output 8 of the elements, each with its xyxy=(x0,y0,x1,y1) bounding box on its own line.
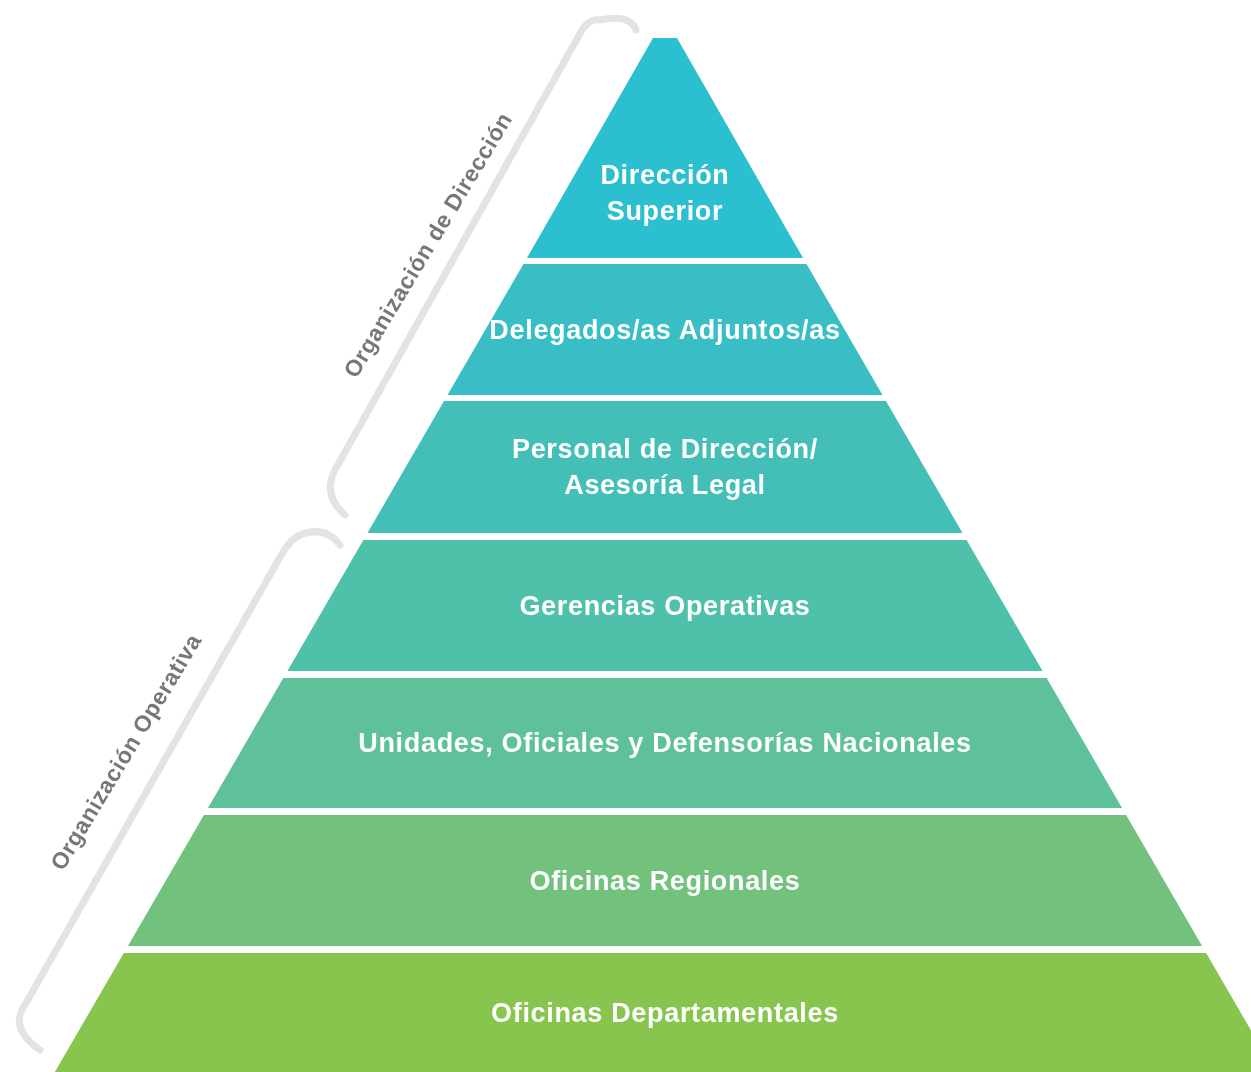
tier-label: Oficinas Departamentales xyxy=(491,996,839,1030)
pyramid-tier xyxy=(54,953,1251,1072)
tier-label: Unidades, Oficiales y Defensorías Nacionales xyxy=(358,727,972,760)
tier-label: Personal de Dirección/ Asesoría Legal xyxy=(511,433,819,502)
tier-label: Oficinas Regionales xyxy=(529,864,801,898)
tier-label: Dirección Superior xyxy=(599,159,731,228)
tier-label: Delegados/as Adjuntos/as xyxy=(489,313,841,347)
tier-label: Gerencias Operativas xyxy=(519,589,811,623)
